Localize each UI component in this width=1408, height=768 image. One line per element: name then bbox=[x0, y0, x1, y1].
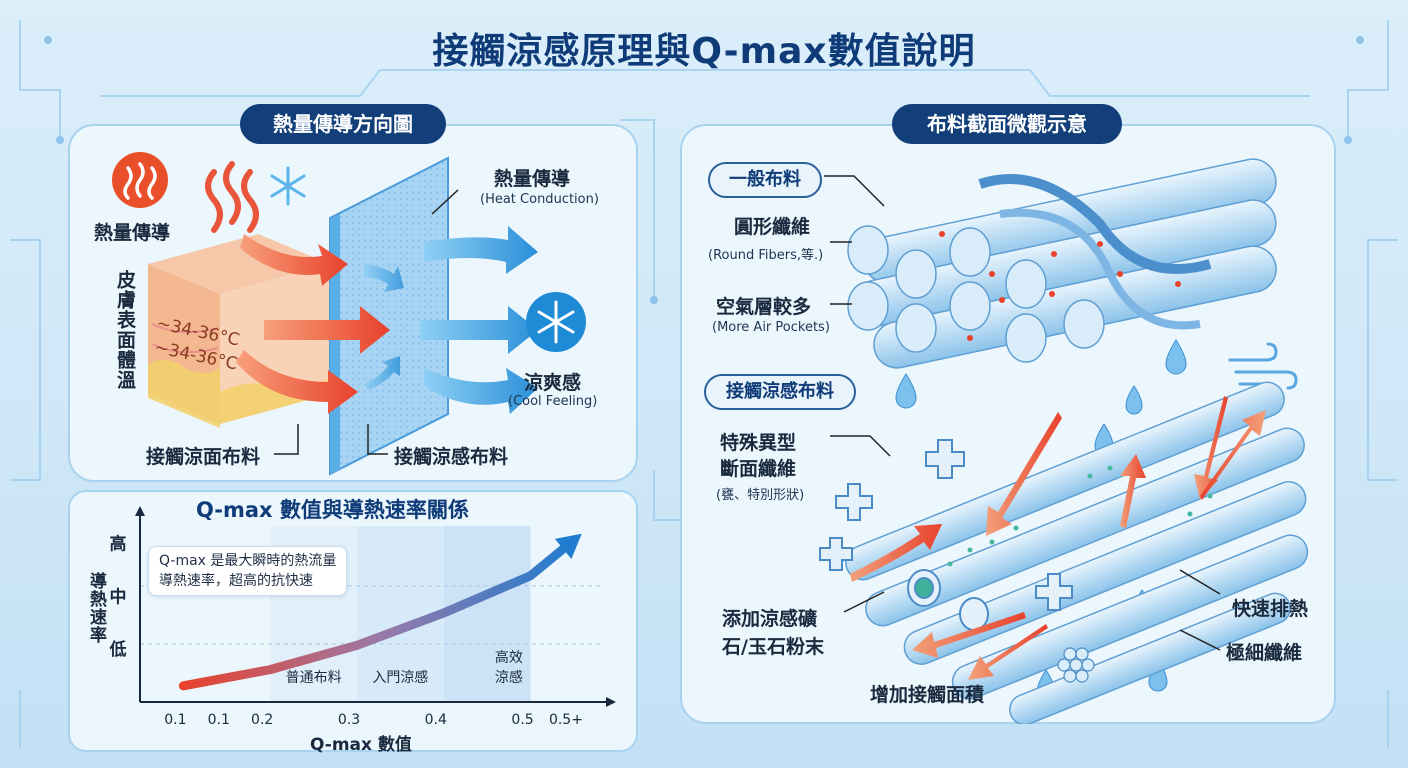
zone-label: 普通布料 bbox=[286, 670, 342, 686]
cool-fabric-label: 接觸涼感布料 bbox=[394, 446, 509, 468]
cool-feeling-icon bbox=[526, 292, 586, 352]
ultra-fine-label: 極細纖維 bbox=[1226, 642, 1303, 664]
chart-x-label: Q-max 數值 bbox=[310, 735, 412, 755]
y-tick-label: 中 bbox=[110, 586, 127, 607]
heat-direction-title: 熱量傳導方向圖 bbox=[240, 104, 446, 144]
cross-shaped-fibers bbox=[819, 439, 1073, 611]
chart-note-line1: Q-max 是最大瞬時的熱流量 bbox=[159, 553, 337, 569]
chart-note: Q-max 是最大瞬時的熱流量 導熱速率，超高的抗快速 bbox=[148, 546, 348, 596]
main-title: 接觸涼感原理與Q-max數值說明 bbox=[432, 31, 976, 72]
mineral-fiber-ends bbox=[907, 569, 989, 631]
wind-icon bbox=[1228, 342, 1298, 390]
x-tick-label: 0.1 bbox=[208, 712, 230, 728]
cool-arrows bbox=[364, 226, 538, 414]
heat-conduction-label-left: 熱量傳導 bbox=[94, 222, 171, 244]
ultra-fine-fiber-bundle bbox=[1057, 647, 1095, 683]
heat-arrows bbox=[236, 234, 390, 414]
x-tick-label: 0.1 bbox=[164, 712, 186, 728]
cool-feeling-label: 涼爽感 bbox=[524, 372, 582, 394]
fabric-microscopic-illustration bbox=[819, 158, 1309, 724]
special-fiber-label-1: 特殊異型 bbox=[720, 432, 797, 454]
special-fiber-sub: (甕、特別形狀) bbox=[716, 488, 805, 503]
y-tick-label: 低 bbox=[109, 639, 127, 660]
zone-label: 高效 bbox=[495, 649, 523, 666]
contact-face-fabric-label: 接觸涼面布料 bbox=[146, 446, 261, 468]
chart-title: Q-max 數值與導熱速率關係 bbox=[196, 498, 469, 522]
snowflake-icon bbox=[270, 166, 306, 206]
air-pocket-dots bbox=[939, 231, 1181, 341]
skin-surface-label: 皮膚表面體溫 bbox=[114, 270, 136, 390]
fast-heat-label: 快速排熱 bbox=[1232, 598, 1309, 620]
x-tick-label: 0.5+ bbox=[549, 712, 583, 728]
series-line bbox=[178, 535, 579, 691]
cool-fabric-tag: 接觸涼感布料 bbox=[704, 374, 856, 410]
round-fiber-bundle bbox=[847, 158, 1277, 369]
cool-feeling-en: (Cool Feeling) bbox=[508, 394, 598, 409]
zone-band bbox=[443, 526, 531, 702]
heat-conduction-diagram bbox=[112, 152, 586, 476]
chart-note-line2: 導熱速率，超高的抗快速 bbox=[159, 573, 313, 589]
heat-icon bbox=[112, 152, 168, 208]
round-fibers-label: 圓形纖維 bbox=[734, 216, 811, 238]
zone-label: 涼感 bbox=[495, 669, 523, 686]
series-arrowhead bbox=[554, 533, 582, 560]
chart-y-label: 導熱速率 bbox=[86, 572, 106, 644]
y-tick-label: 高 bbox=[110, 534, 127, 555]
fabric-section-title: 布料截面微觀示意 bbox=[892, 104, 1122, 144]
heat-waves-icon bbox=[205, 161, 259, 233]
y-axis-arrow bbox=[135, 506, 145, 516]
x-tick-label: 0.5 bbox=[511, 712, 533, 728]
contact-area-label: 增加接觸面積 bbox=[870, 684, 985, 706]
x-axis-arrow bbox=[606, 697, 616, 707]
special-fiber-bundle bbox=[845, 381, 1309, 724]
x-tick-label: 0.4 bbox=[425, 712, 447, 728]
fabric-panel bbox=[329, 156, 449, 476]
air-pockets-label: 空氣層較多 bbox=[716, 296, 812, 318]
x-tick-label: 0.2 bbox=[251, 712, 273, 728]
heat-release-arrows bbox=[850, 396, 1266, 680]
round-fibers-en: (Round Fibers,等.) bbox=[708, 248, 824, 263]
special-fiber-label-2: 斷面纖維 bbox=[720, 458, 797, 480]
mineral-label-1: 添加涼感礦 bbox=[722, 608, 818, 630]
heat-conduction-en: (Heat Conduction) bbox=[480, 192, 599, 207]
normal-fabric-tag: 一般布料 bbox=[708, 162, 822, 198]
air-pockets-en: (More Air Pockets) bbox=[712, 320, 830, 335]
zone-label: 入門涼感 bbox=[372, 669, 428, 686]
x-tick-label: 0.3 bbox=[338, 712, 360, 728]
mineral-label-2: 石/玉石粉末 bbox=[722, 636, 824, 658]
heat-conduction-label: 熱量傳導 bbox=[494, 168, 571, 190]
mineral-dots bbox=[947, 465, 1213, 567]
